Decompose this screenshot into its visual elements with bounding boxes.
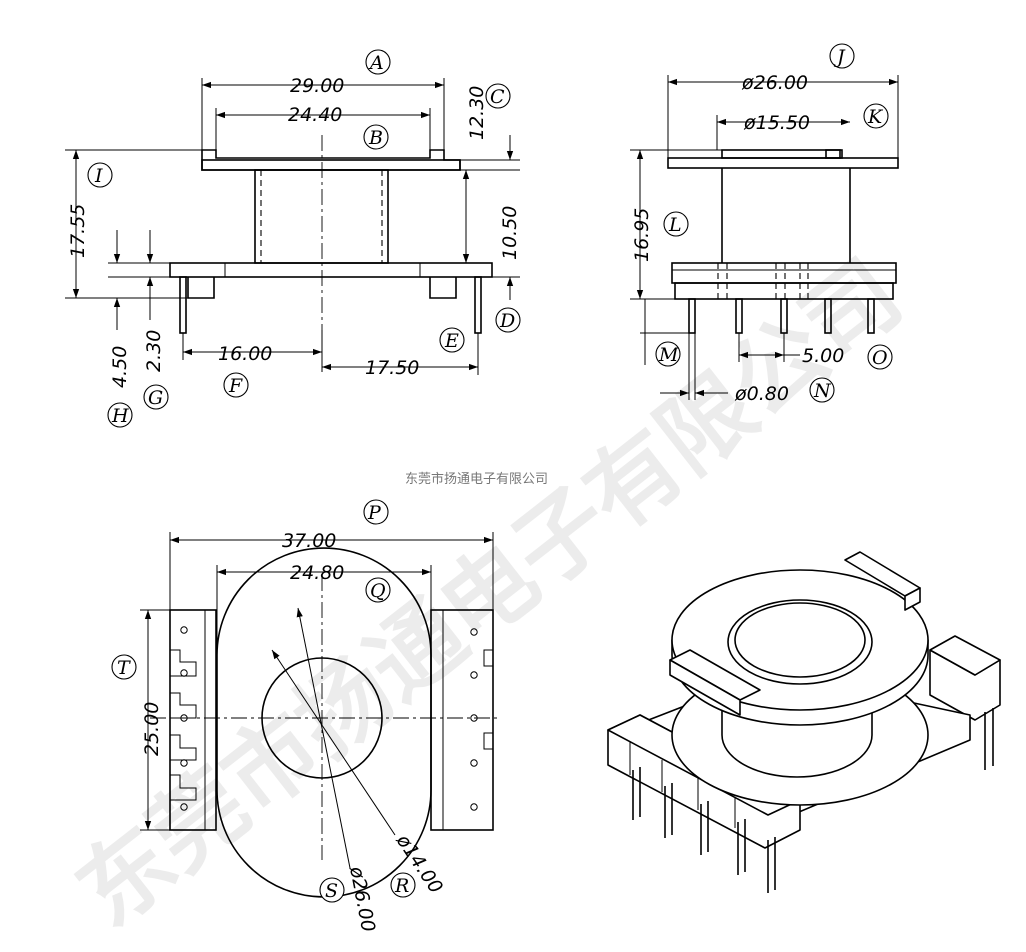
front-view: 29.00 24.40 12.30 10.50 17.55 4.50 2.30 <box>65 49 521 428</box>
isometric-view <box>607 551 1001 893</box>
dim-e-value: 17.50 <box>365 357 419 379</box>
dim-n-value: ø0.80 <box>734 383 789 405</box>
label-h: H <box>111 405 129 427</box>
label-t: T <box>117 657 131 679</box>
label-r: R <box>394 875 409 897</box>
dim-f-value: 16.00 <box>218 343 272 365</box>
label-j: J <box>833 46 846 68</box>
dim-i-value: 17.55 <box>67 204 89 258</box>
dim-b-value: 24.40 <box>288 104 342 126</box>
label-f: F <box>228 375 243 397</box>
dim-p-value: 37.00 <box>282 530 336 552</box>
dim-j-value: ø26.00 <box>741 72 808 94</box>
label-l: L <box>668 214 682 236</box>
dim-k-value: ø15.50 <box>743 112 810 134</box>
label-b: B <box>368 127 383 149</box>
label-e: E <box>444 330 459 352</box>
label-k: K <box>867 106 884 128</box>
dim-l-value: 16.95 <box>631 208 653 262</box>
company-caption: 东莞市扬通电子有限公司 <box>405 471 548 487</box>
label-d: D <box>499 310 515 332</box>
label-a: A <box>368 52 384 74</box>
label-m: M <box>658 344 679 366</box>
dim-c-value: 12.30 <box>466 86 488 140</box>
dim-t-value: 25.00 <box>141 702 163 756</box>
label-q: Q <box>370 580 386 602</box>
dim-a-value: 29.00 <box>290 75 344 97</box>
dim-g-value: 2.30 <box>143 330 165 372</box>
dim-s-value: ø26.00 <box>345 864 379 934</box>
dim-d-value: 10.50 <box>499 206 521 260</box>
label-p: P <box>367 502 382 524</box>
dim-o-value: 5.00 <box>802 345 844 367</box>
label-c: C <box>490 86 505 108</box>
label-o: O <box>872 347 888 369</box>
label-n: N <box>813 380 832 402</box>
dim-h-value: 4.50 <box>109 346 131 388</box>
top-view: 37.00 24.80 25.00 ø14.00 ø26.00 P Q R S … <box>111 499 500 934</box>
label-i: I <box>94 165 103 187</box>
label-g: G <box>148 387 163 409</box>
dim-q-value: 24.80 <box>290 562 344 584</box>
side-view: ø26.00 ø15.50 16.95 5.00 ø0.80 J K L M N… <box>630 43 899 405</box>
label-s: S <box>325 880 338 902</box>
